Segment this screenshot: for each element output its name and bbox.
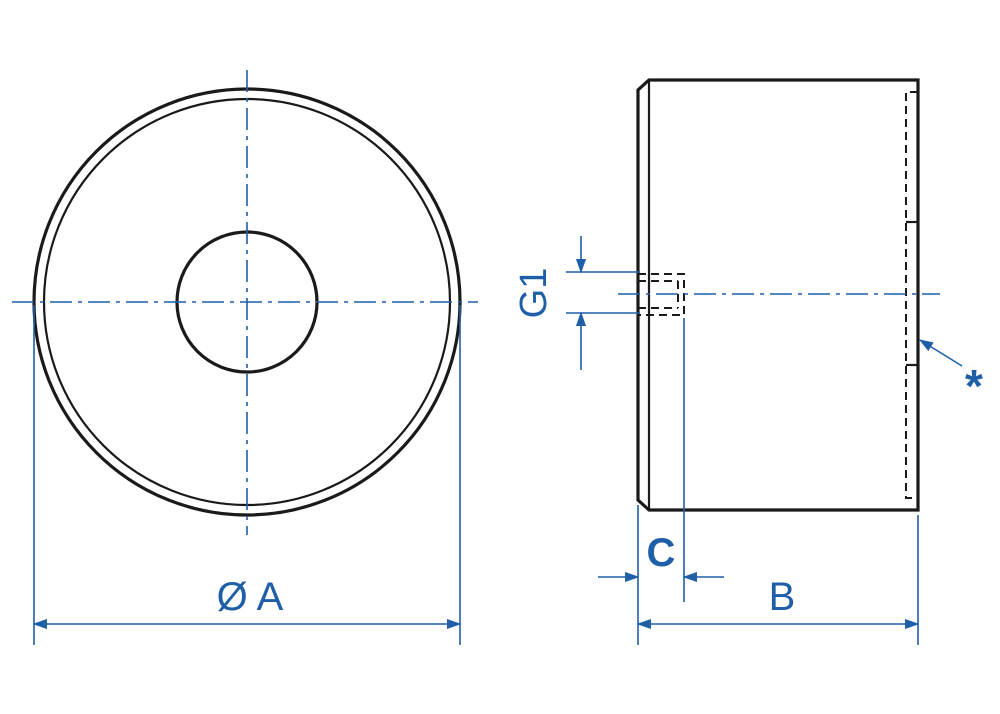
- note-marker-label: *: [965, 360, 983, 412]
- chamfer-label: C: [647, 531, 676, 575]
- note-leader: [918, 339, 963, 367]
- side-view: [618, 78, 940, 512]
- front-view: [12, 70, 478, 535]
- hidden-recess: [905, 91, 918, 499]
- diameter-label: Ø A: [217, 575, 284, 619]
- length-label: B: [769, 575, 796, 619]
- chamfer-dimension: C: [598, 318, 724, 602]
- thread-dimension: G1: [513, 236, 640, 370]
- length-dimension: B: [636, 505, 920, 645]
- thread-label: G1: [513, 268, 555, 319]
- diameter-dimension: Ø A: [32, 305, 462, 645]
- side-outline: [636, 78, 920, 512]
- note-marker: *: [918, 339, 983, 412]
